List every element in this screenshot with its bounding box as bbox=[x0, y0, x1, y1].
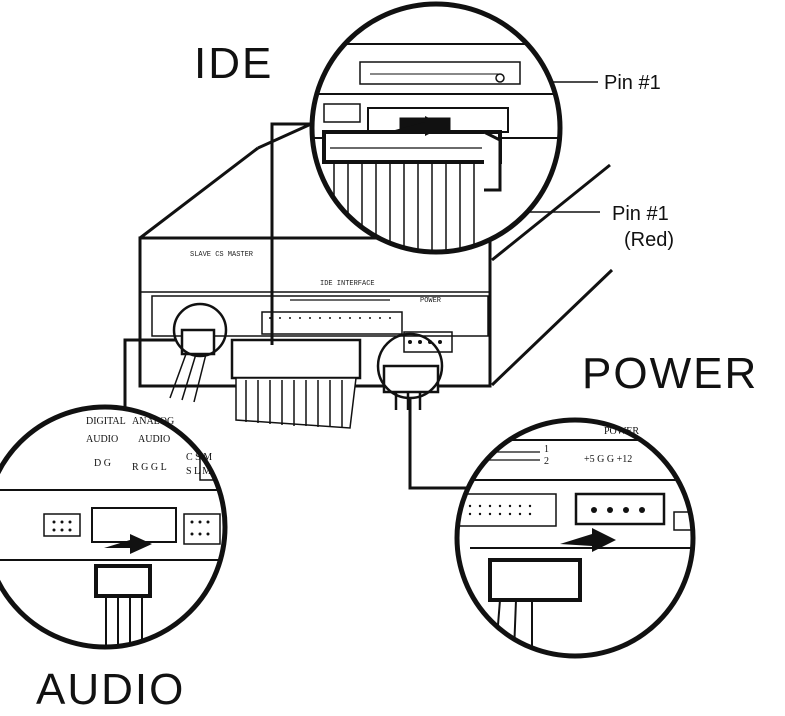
audio-digital-label: DIGITAL bbox=[86, 416, 126, 427]
power-zoom-circle: POWER +5 G G +12 1 2 bbox=[454, 417, 696, 659]
audio-dg-pins: D G bbox=[94, 458, 111, 469]
audio-analog-label: ANALOG bbox=[132, 416, 174, 427]
audio-csm-label: C S M bbox=[186, 452, 212, 463]
ide-zoom-circle bbox=[309, 1, 563, 255]
pin1-cable-label: Pin #1 bbox=[612, 203, 669, 225]
audio-zoom-circle: DIGITAL ANALOG AUDIO AUDIO D G R G G L C… bbox=[0, 404, 228, 650]
ribbon-cable bbox=[230, 338, 362, 429]
svg-text:SLAVE CS MASTER: SLAVE CS MASTER bbox=[190, 251, 254, 259]
svg-text:IDE INTERFACE: IDE INTERFACE bbox=[320, 280, 375, 288]
power-pin-1: 1 bbox=[544, 444, 549, 455]
audio-slm-label: S L M bbox=[186, 466, 211, 477]
audio-digital-sub: AUDIO bbox=[86, 434, 118, 445]
power-panel-title: POWER bbox=[604, 426, 639, 437]
leader-lines bbox=[123, 81, 600, 490]
power-panel-pins: +5 G G +12 bbox=[584, 454, 632, 465]
pin1-red-label: (Red) bbox=[624, 229, 674, 251]
svg-text:POWER: POWER bbox=[420, 297, 442, 305]
pin1-ide-label: Pin #1 bbox=[604, 72, 661, 94]
audio-analog-sub: AUDIO bbox=[138, 434, 170, 445]
audio-zoom-marker bbox=[172, 302, 228, 358]
ide-label: IDE bbox=[194, 39, 273, 88]
audio-rggl-pins: R G G L bbox=[132, 462, 167, 473]
power-label: POWER bbox=[582, 349, 758, 398]
audio-label: AUDIO bbox=[36, 665, 185, 714]
body-audio-connector bbox=[169, 328, 216, 403]
body-panel-text: SLAVE CS MASTER IDE INTERFACE POWER bbox=[190, 251, 442, 305]
power-pin-2: 2 bbox=[544, 456, 549, 467]
